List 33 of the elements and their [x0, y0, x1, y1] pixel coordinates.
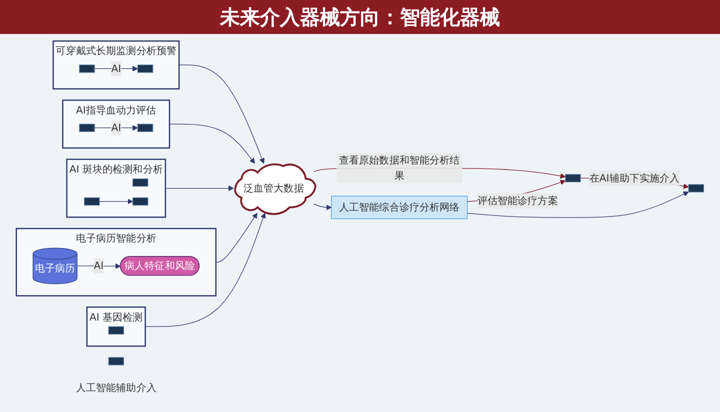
edge-label: 评估智能诊疗方案 [477, 194, 558, 206]
arrow [466, 191, 689, 218]
edge-label: 查看原始数据和智能分析结果 [338, 154, 460, 182]
arrow [99, 198, 134, 204]
arrow [145, 212, 266, 327]
node-box [565, 174, 581, 182]
node-box [137, 64, 154, 73]
node-box: 人工智能综合诊疗分析网络 [331, 196, 468, 220]
arrow [76, 263, 121, 269]
node-box [108, 357, 124, 366]
slide-title: 未来介入器械方向：智能化器械 [0, 0, 720, 34]
edge-label: AI [94, 260, 104, 272]
node-box [132, 178, 148, 187]
arrow [94, 125, 138, 131]
node-box [132, 197, 148, 206]
cluster: AI 基因检测 [86, 306, 146, 347]
cluster: AI 斑块的检测和分析 [66, 158, 166, 218]
arrow [313, 204, 332, 210]
arrow [216, 212, 258, 262]
arrow [94, 66, 138, 72]
node-box [79, 64, 95, 73]
node-box [79, 124, 95, 132]
node-box [688, 184, 704, 192]
node-box [108, 326, 124, 334]
arrow [169, 124, 255, 164]
arrow [165, 185, 234, 192]
node-box [84, 197, 100, 206]
node-text: 人工智能辅助介入 [76, 381, 156, 394]
arrow [178, 64, 265, 164]
edge-label: AI [111, 122, 122, 134]
edge-label: 在AI辅助下实施介入 [589, 172, 680, 184]
edge-label: AI [111, 62, 122, 74]
node-box [137, 124, 154, 132]
